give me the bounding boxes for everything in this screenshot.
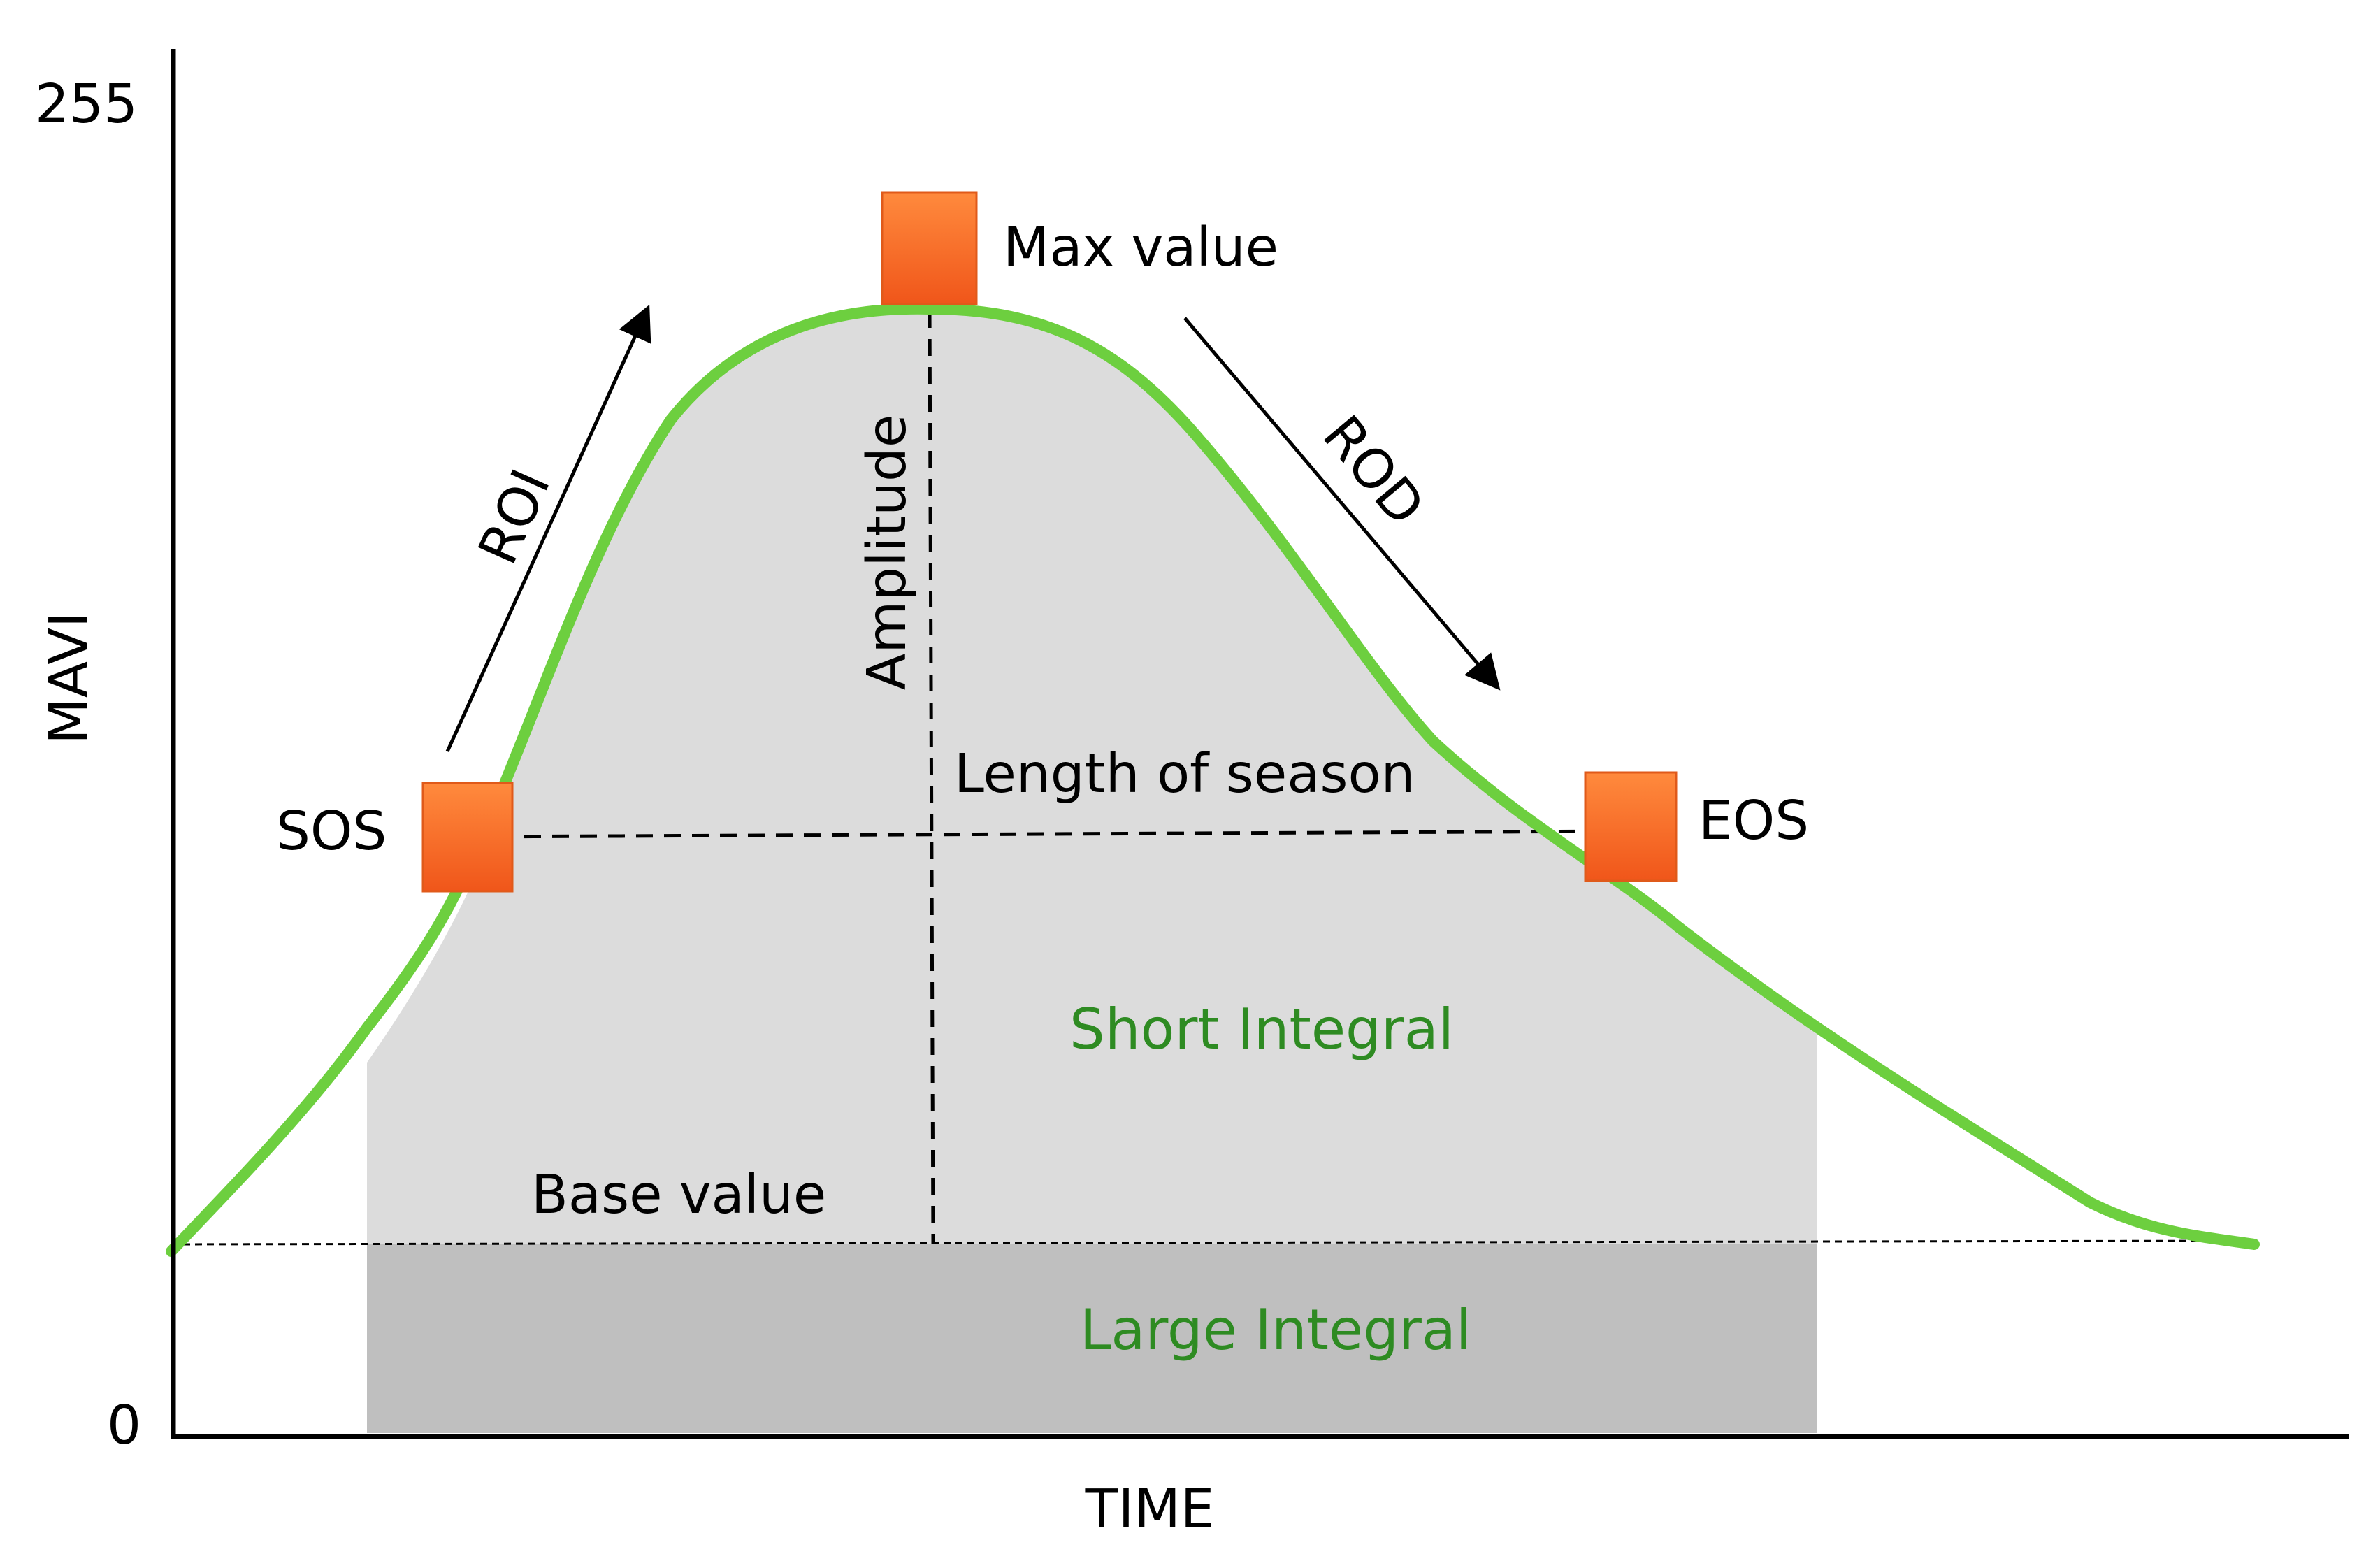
length-of-season-label: Length of season (954, 743, 1415, 805)
x-axis-label: TIME (1085, 1478, 1215, 1541)
eos-marker (1584, 771, 1678, 882)
short-integral-area (367, 308, 1817, 1244)
max-value-label: Max value (1003, 217, 1278, 279)
rod-arrow (1183, 317, 1501, 691)
rod-label: ROD (1311, 405, 1436, 538)
eos-label: EOS (1699, 790, 1809, 852)
mavi-curve (166, 303, 2260, 1257)
roi-arrow (445, 304, 651, 753)
length-of-season-line (468, 829, 1629, 839)
y-axis-label: MAVI (38, 612, 101, 744)
large-integral-label: Large Integral (1080, 1297, 1471, 1362)
base-value-line (171, 1239, 2255, 1246)
large-integral-area (367, 1244, 1817, 1433)
sos-marker (421, 782, 514, 893)
sos-label: SOS (276, 800, 387, 863)
y-tick-0: 0 (107, 1395, 141, 1457)
amplitude-line (928, 310, 935, 1245)
amplitude-label: Amplitude (856, 415, 918, 691)
base-value-label: Base value (531, 1164, 826, 1226)
y-tick-255: 255 (35, 73, 138, 136)
roi-label: ROI (467, 461, 563, 573)
max-value-marker (881, 191, 978, 305)
short-integral-label: Short Integral (1069, 997, 1454, 1062)
